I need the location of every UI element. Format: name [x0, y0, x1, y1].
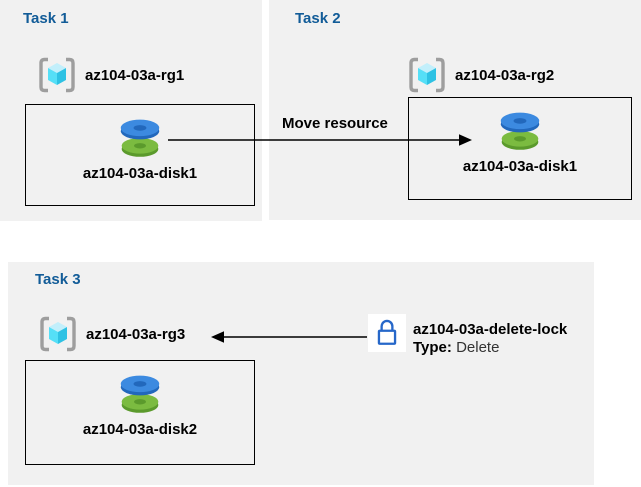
task2-title: Task 2	[295, 10, 341, 27]
task3-resource-box: az104-03a-disk2	[25, 360, 255, 465]
delete-lock-type-label: Type:	[413, 339, 452, 356]
disk-label: az104-03a-disk1	[462, 158, 578, 175]
task2-resource-box: az104-03a-disk1	[408, 97, 632, 200]
delete-lock-type-value: Delete	[456, 339, 500, 356]
lock-icon	[377, 319, 397, 345]
delete-lock-name: az104-03a-delete-lock	[413, 321, 568, 338]
resource-group-label: az104-03a-rg3	[86, 325, 186, 343]
task3-panel: Task 3 az104-03a-rg3 az104-03a-disk2	[8, 262, 594, 485]
resource-group-icon	[409, 57, 445, 93]
task3-resource-group: az104-03a-rg3	[37, 313, 185, 355]
move-resource-label: Move resource	[282, 115, 388, 132]
delete-lock-text: az104-03a-delete-lock Type: Delete	[413, 321, 567, 357]
task1-panel: Task 1 az104-03a-rg1 az104-03a-disk1	[0, 0, 262, 221]
delete-lock-type: Type: Delete	[413, 339, 567, 357]
task1-resource-group: az104-03a-rg1	[36, 54, 184, 96]
task3-title: Task 3	[35, 271, 81, 288]
disk-icon	[120, 375, 160, 413]
disk-label: az104-03a-disk2	[82, 421, 198, 438]
task2-panel: Task 2 az104-03a-rg2 az104-03a-disk1	[269, 0, 641, 220]
disk-label: az104-03a-disk1	[82, 165, 198, 182]
resource-group-icon	[39, 57, 75, 93]
move-resource-arrow	[168, 134, 472, 146]
lock-icon-container	[368, 314, 406, 352]
resource-group-label: az104-03a-rg1	[85, 66, 185, 84]
disk-icon	[120, 119, 160, 157]
disk-icon	[500, 112, 540, 150]
task1-resource-box: az104-03a-disk1	[25, 104, 255, 206]
task2-resource-group: az104-03a-rg2	[406, 54, 554, 96]
task1-title: Task 1	[23, 10, 69, 27]
resource-group-icon	[40, 316, 76, 352]
resource-group-label: az104-03a-rg2	[455, 66, 555, 84]
delete-lock-arrow	[211, 331, 367, 343]
